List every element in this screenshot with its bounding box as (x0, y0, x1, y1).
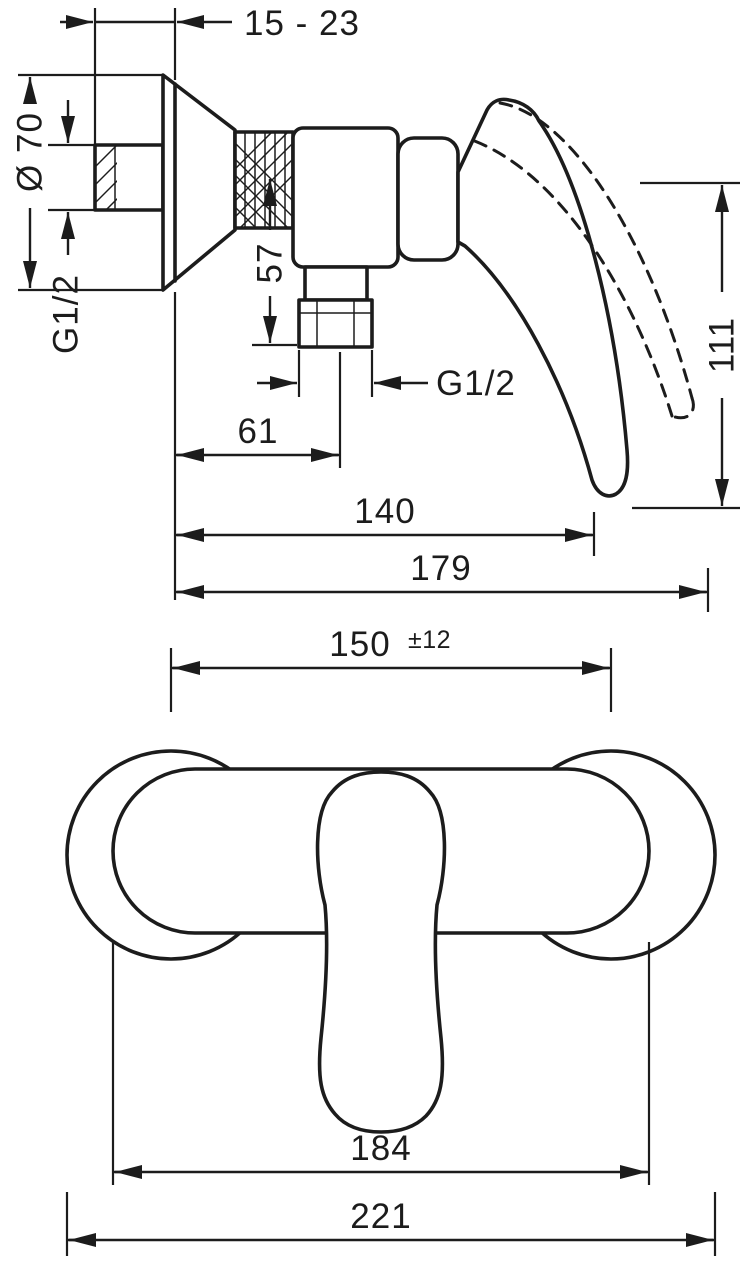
dim-label-depth-179: 179 (410, 549, 471, 588)
dim-label-center-distance: 150 (329, 625, 390, 664)
dim-label-outlet-height: 57 (251, 243, 290, 284)
body-block (291, 126, 400, 269)
front-view: 150 ±12 184 221 (65, 625, 717, 1256)
dim-wall-depth: 15 - 23 (60, 4, 360, 150)
cartridge-housing (396, 136, 460, 262)
mixer-body (291, 126, 460, 269)
pipe-body (93, 143, 165, 212)
side-view: 15 - 23 Ø 70 G1/2 57 (11, 4, 742, 612)
dim-label-wall-to-outlet: 61 (238, 412, 279, 451)
dim-label-body-width: 184 (350, 1129, 411, 1168)
pipe-thread-hatch (95, 145, 117, 210)
dim-center-distance: 150 ±12 (169, 625, 613, 712)
dim-label-escutcheon-diameter: Ø 70 (11, 112, 50, 192)
dim-label-handle-height: 111 (703, 317, 742, 373)
escutcheon-flange (161, 73, 237, 292)
dim-label-center-tolerance: ±12 (408, 626, 451, 654)
outlet-cylinder (303, 265, 369, 302)
dim-outlet-height: 57 (251, 179, 297, 347)
dim-label-outlet-thread: G1/2 (436, 364, 516, 403)
dim-inlet-thread: G1/2 (47, 100, 95, 354)
dim-depth-140: 140 (175, 492, 596, 556)
dim-label-overall-width: 221 (350, 1197, 411, 1236)
dim-escutcheon-diameter: Ø 70 (11, 73, 163, 292)
dim-wall-to-outlet: 61 (175, 352, 342, 468)
bottom-outlet (297, 265, 374, 349)
dim-label-inlet-thread: G1/2 (47, 274, 86, 354)
handle-alternate-position-dashed (470, 101, 695, 420)
dim-label-wall-depth: 15 - 23 (244, 4, 360, 43)
dim-depth-179: 179 (175, 549, 710, 612)
dim-overall-width: 221 (65, 1192, 717, 1256)
outlet-nut (297, 298, 374, 349)
handle-lever-side (456, 97, 630, 498)
flange-cone (161, 73, 237, 292)
dim-body-width: 184 (111, 942, 651, 1185)
inlet-pipe-nipple (93, 143, 165, 212)
dim-label-depth-140: 140 (354, 492, 415, 531)
dim-outlet-thread: G1/2 (257, 350, 516, 403)
handle-front (315, 770, 447, 1134)
dim-handle-height: 111 (632, 181, 742, 510)
